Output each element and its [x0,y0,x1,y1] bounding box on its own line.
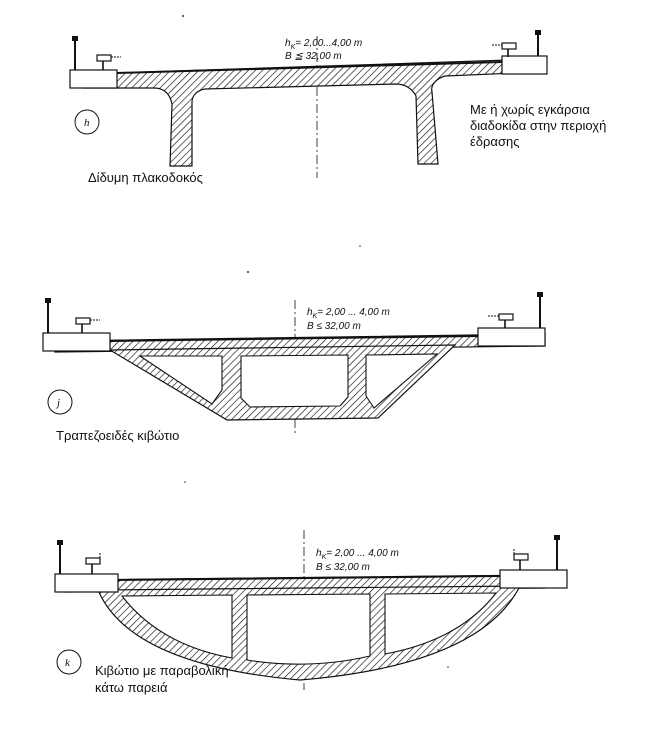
caption-k-line-2: κάτω παρειά [95,680,168,695]
dim-hk-j: h [307,307,313,318]
dim-hk-value-k: = 2,00 ... 4,00 m [326,548,399,559]
left-guardrail-icon [85,553,101,574]
dim-b-k: B ≤ 32,00 m [316,562,370,573]
label-letter-h: h [84,117,90,129]
label-circle-h [74,109,100,135]
dim-hk-sub-h: K [291,44,296,51]
label-circle-j [47,389,73,415]
svg-text:hK= 2,00 ... 4,00 m: hK= 2,00 ... 4,00 m [307,307,390,320]
caption-h: Δίδυμη πλακοδοκός [88,170,203,185]
left-curb [69,69,118,89]
dim-hk-sub-k: K [322,554,327,561]
label-letter-k: k [65,657,71,669]
left-curb [54,573,119,593]
caption-k-line-1: Κιβώτιο με παραβολική [95,663,229,678]
dim-hk-k: h [316,548,322,559]
right-guardrail-icon [492,42,517,57]
note-line-1: Με ή χωρίς εγκάρσια [470,102,590,117]
note-line-3: έδρασης [470,134,519,149]
section-k: k hK= 2,00 ... 4,00 m B ≤ 32,00 m Κιβώτι… [54,530,568,695]
dim-hk-h: h [285,38,291,49]
central-cell [246,593,371,665]
left-curb [42,332,111,352]
right-curb [499,569,568,589]
dim-b-j: B ≤ 32,00 m [307,321,361,332]
label-letter-j: j [55,397,60,409]
twin-beam-deck [82,58,541,167]
right-curb [501,55,548,75]
label-circle-k [56,649,82,675]
scan-noise [182,15,449,668]
dim-hk-value-j: = 2,00 ... 4,00 m [317,307,390,318]
right-guardrail-icon [513,549,529,570]
dim-hk-sub-j: K [313,313,318,320]
svg-text:hK= 2,00...4,00 m: hK= 2,00...4,00 m [285,38,362,51]
svg-text:hK= 2,00 ... 4,00 m: hK= 2,00 ... 4,00 m [316,548,399,561]
dim-hk-value-h: = 2,00...4,00 m [295,38,362,49]
right-curb [477,327,546,347]
note-line-2: διαδοκίδα στην περιοχή [470,118,606,133]
central-cell [240,354,349,408]
section-h: h hK= 2,00...4,00 m B ≦ 32,00 m Δίδυμη π… [69,30,606,185]
right-guardrail-icon [488,313,514,328]
left-guardrail-icon [96,54,121,70]
section-j: j hK= 2,00 ... 4,00 m B ≤ 32,00 m Τραπεζ… [42,292,546,443]
left-guardrail-icon [75,317,100,333]
dim-b-h: B ≦ 32,00 m [285,51,342,62]
caption-j: Τραπεζοειδές κιβώτιο [56,428,179,443]
